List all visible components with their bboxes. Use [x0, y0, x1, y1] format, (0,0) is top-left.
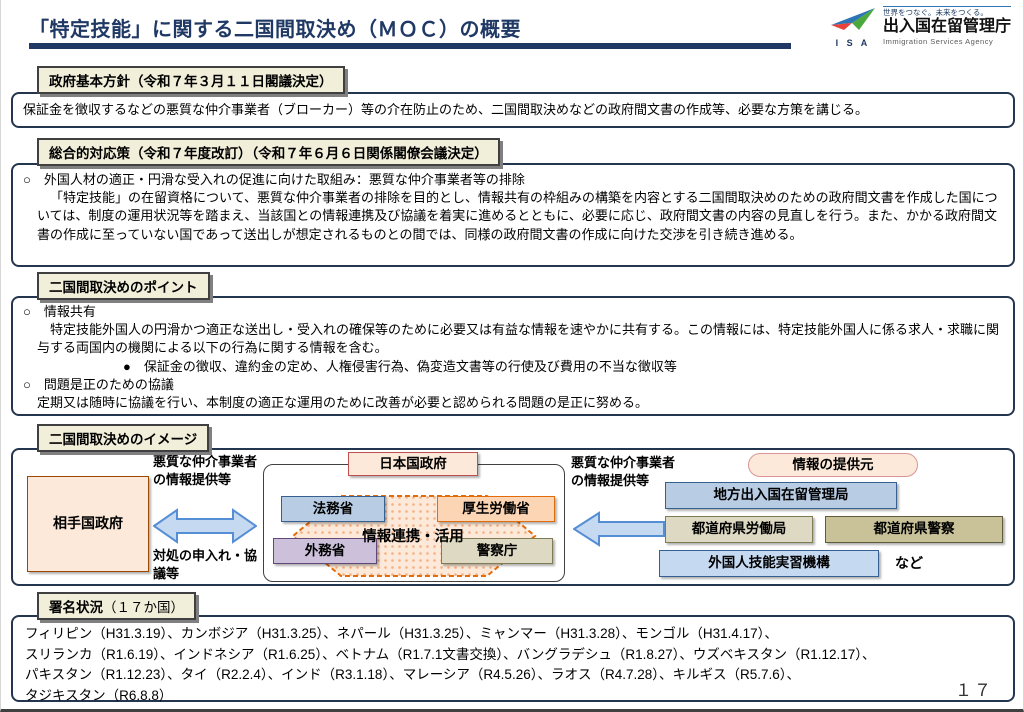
image-section-heading: 二国間取決めのイメージ: [37, 424, 210, 452]
signing-heading-main: 署名状況: [49, 600, 103, 615]
double-arrow-icon: [152, 507, 258, 545]
signing-section-box: フィリピン（H31.3.19）、カンボジア（H31.3.25）、ネパール（H31…: [11, 615, 1015, 703]
points-item2-body: 定期又は随時に協議を行い、本制度の適正な運用のために改善が必要と認められる問題の…: [37, 394, 649, 410]
partner-government-box: 相手国政府: [27, 476, 149, 572]
source-immigration-bureau-box: 地方出入国在留管理局: [665, 482, 897, 509]
agency-name-en: Immigration Services Agency: [882, 37, 994, 47]
measures-section-heading: 総合的対応策（令和７年度改訂）（令和７年６月６日関係閣僚会議決定）: [37, 138, 500, 166]
measures-section-box: ○ 外国人材の適正・円滑な受入れの促進に向けた取組み：悪質な仲介事業者等の排除 …: [11, 163, 1015, 267]
signing-line-3: パキスタン（R1.12.23）、タイ（R2.2.4）、インド（R3.1.18）、…: [25, 667, 801, 683]
source-labor-bureau-box: 都道府県労働局: [665, 516, 813, 543]
moc-diagram: 相手国政府 悪質な仲介事業者の情報提供等 対処の申入れ・協議等 日本国政府: [13, 450, 1013, 584]
source-prefectural-police-box: 都道府県警察: [825, 516, 1003, 543]
source-otit-box: 外国人技能実習機構: [659, 550, 879, 577]
points-item1-body: 特定技能外国人の円滑かつ適正な送出し・受入れの確保等のために必要又は有益な情報を…: [37, 322, 1000, 356]
isa-logo-mark: I S A: [830, 6, 876, 48]
agency-logo: I S A 世界をつなぐ。未来をつくる。 出入国在留管理庁 Immigratio…: [830, 6, 1011, 48]
policy-body: 保証金を徴収するなどの悪質な仲介事業者（ブローカー）等の介在防止のため、二国間取…: [23, 102, 869, 117]
points-item1-title: ○ 情報共有: [23, 304, 96, 319]
policy-section-heading: 政府基本方針（令和７年３月１１日閣議決定）: [37, 66, 345, 94]
npa-box: 警察庁: [441, 538, 553, 564]
info-hub-label: 情報連携・活用: [362, 529, 464, 545]
page-number: １７: [955, 681, 993, 700]
points-bullet-line: ● 保証金の徴収、違約金の定め、人権侵害行為、偽変造文書等の行使及び費用の不当な…: [123, 358, 677, 374]
arrow-out-bottom-label: 対処の申入れ・協議等: [153, 548, 258, 581]
info-source-title: 情報の提供元: [748, 453, 918, 477]
mofa-box: 外務省: [273, 538, 377, 564]
title-underline: [29, 43, 791, 49]
mhlw-box: 厚生労働省: [437, 496, 555, 522]
agency-tagline: 世界をつなぐ。未来をつくる。: [882, 6, 1011, 17]
measures-item-body: 「特定技能」の在留資格について、悪質な仲介事業者の排除を目的とし、情報共有の枠組…: [37, 190, 998, 242]
points-item2-title: ○ 問題是正のための協議: [23, 376, 174, 392]
japan-government-label: 日本国政府: [348, 452, 478, 476]
agency-name: 出入国在留管理庁: [882, 18, 1011, 36]
moj-box: 法務省: [281, 496, 385, 522]
isa-label: I S A: [835, 38, 871, 48]
signing-section-heading: 署名状況（１７か国）: [37, 592, 196, 620]
image-section-box: 相手国政府 悪質な仲介事業者の情報提供等 対処の申入れ・協議等 日本国政府: [11, 448, 1015, 586]
source-etc-label: など: [895, 555, 923, 571]
arrow-out-top-label: 悪質な仲介事業者の情報提供等: [153, 454, 258, 487]
signing-line-4: タジキスタン（R6.8.8）: [25, 687, 173, 703]
signing-line-2: スリランカ（R1.6.19）、インドネシア（R1.6.25）、ベトナム（R1.7…: [25, 646, 876, 662]
points-section-heading: 二国間取決めのポイント: [37, 272, 210, 300]
measures-item-title: ○ 外国人材の適正・円滑な受入れの促進に向けた取組み：悪質な仲介事業者等の排除: [23, 172, 525, 187]
signing-heading-sub: （１７か国）: [103, 600, 184, 615]
arrow-in-label: 悪質な仲介事業者の情報提供等: [571, 455, 676, 488]
agency-text: 世界をつなぐ。未来をつくる。 出入国在留管理庁 Immigration Serv…: [882, 6, 1011, 47]
paper-plane-icon: [830, 8, 876, 36]
points-section-box: ○ 情報共有 特定技能外国人の円滑かつ適正な送出し・受入れの確保等のために必要又…: [11, 296, 1015, 416]
signing-line-1: フィリピン（H31.3.19）、カンボジア（H31.3.25）、ネパール（H31…: [25, 626, 778, 641]
page-title: 「特定技能」に関する二国間取決め（ＭＯＣ）の概要: [29, 19, 521, 41]
left-arrow-icon: [572, 511, 665, 547]
policy-section-box: 保証金を徴収するなどの悪質な仲介事業者（ブローカー）等の介在防止のため、二国間取…: [11, 92, 1015, 128]
